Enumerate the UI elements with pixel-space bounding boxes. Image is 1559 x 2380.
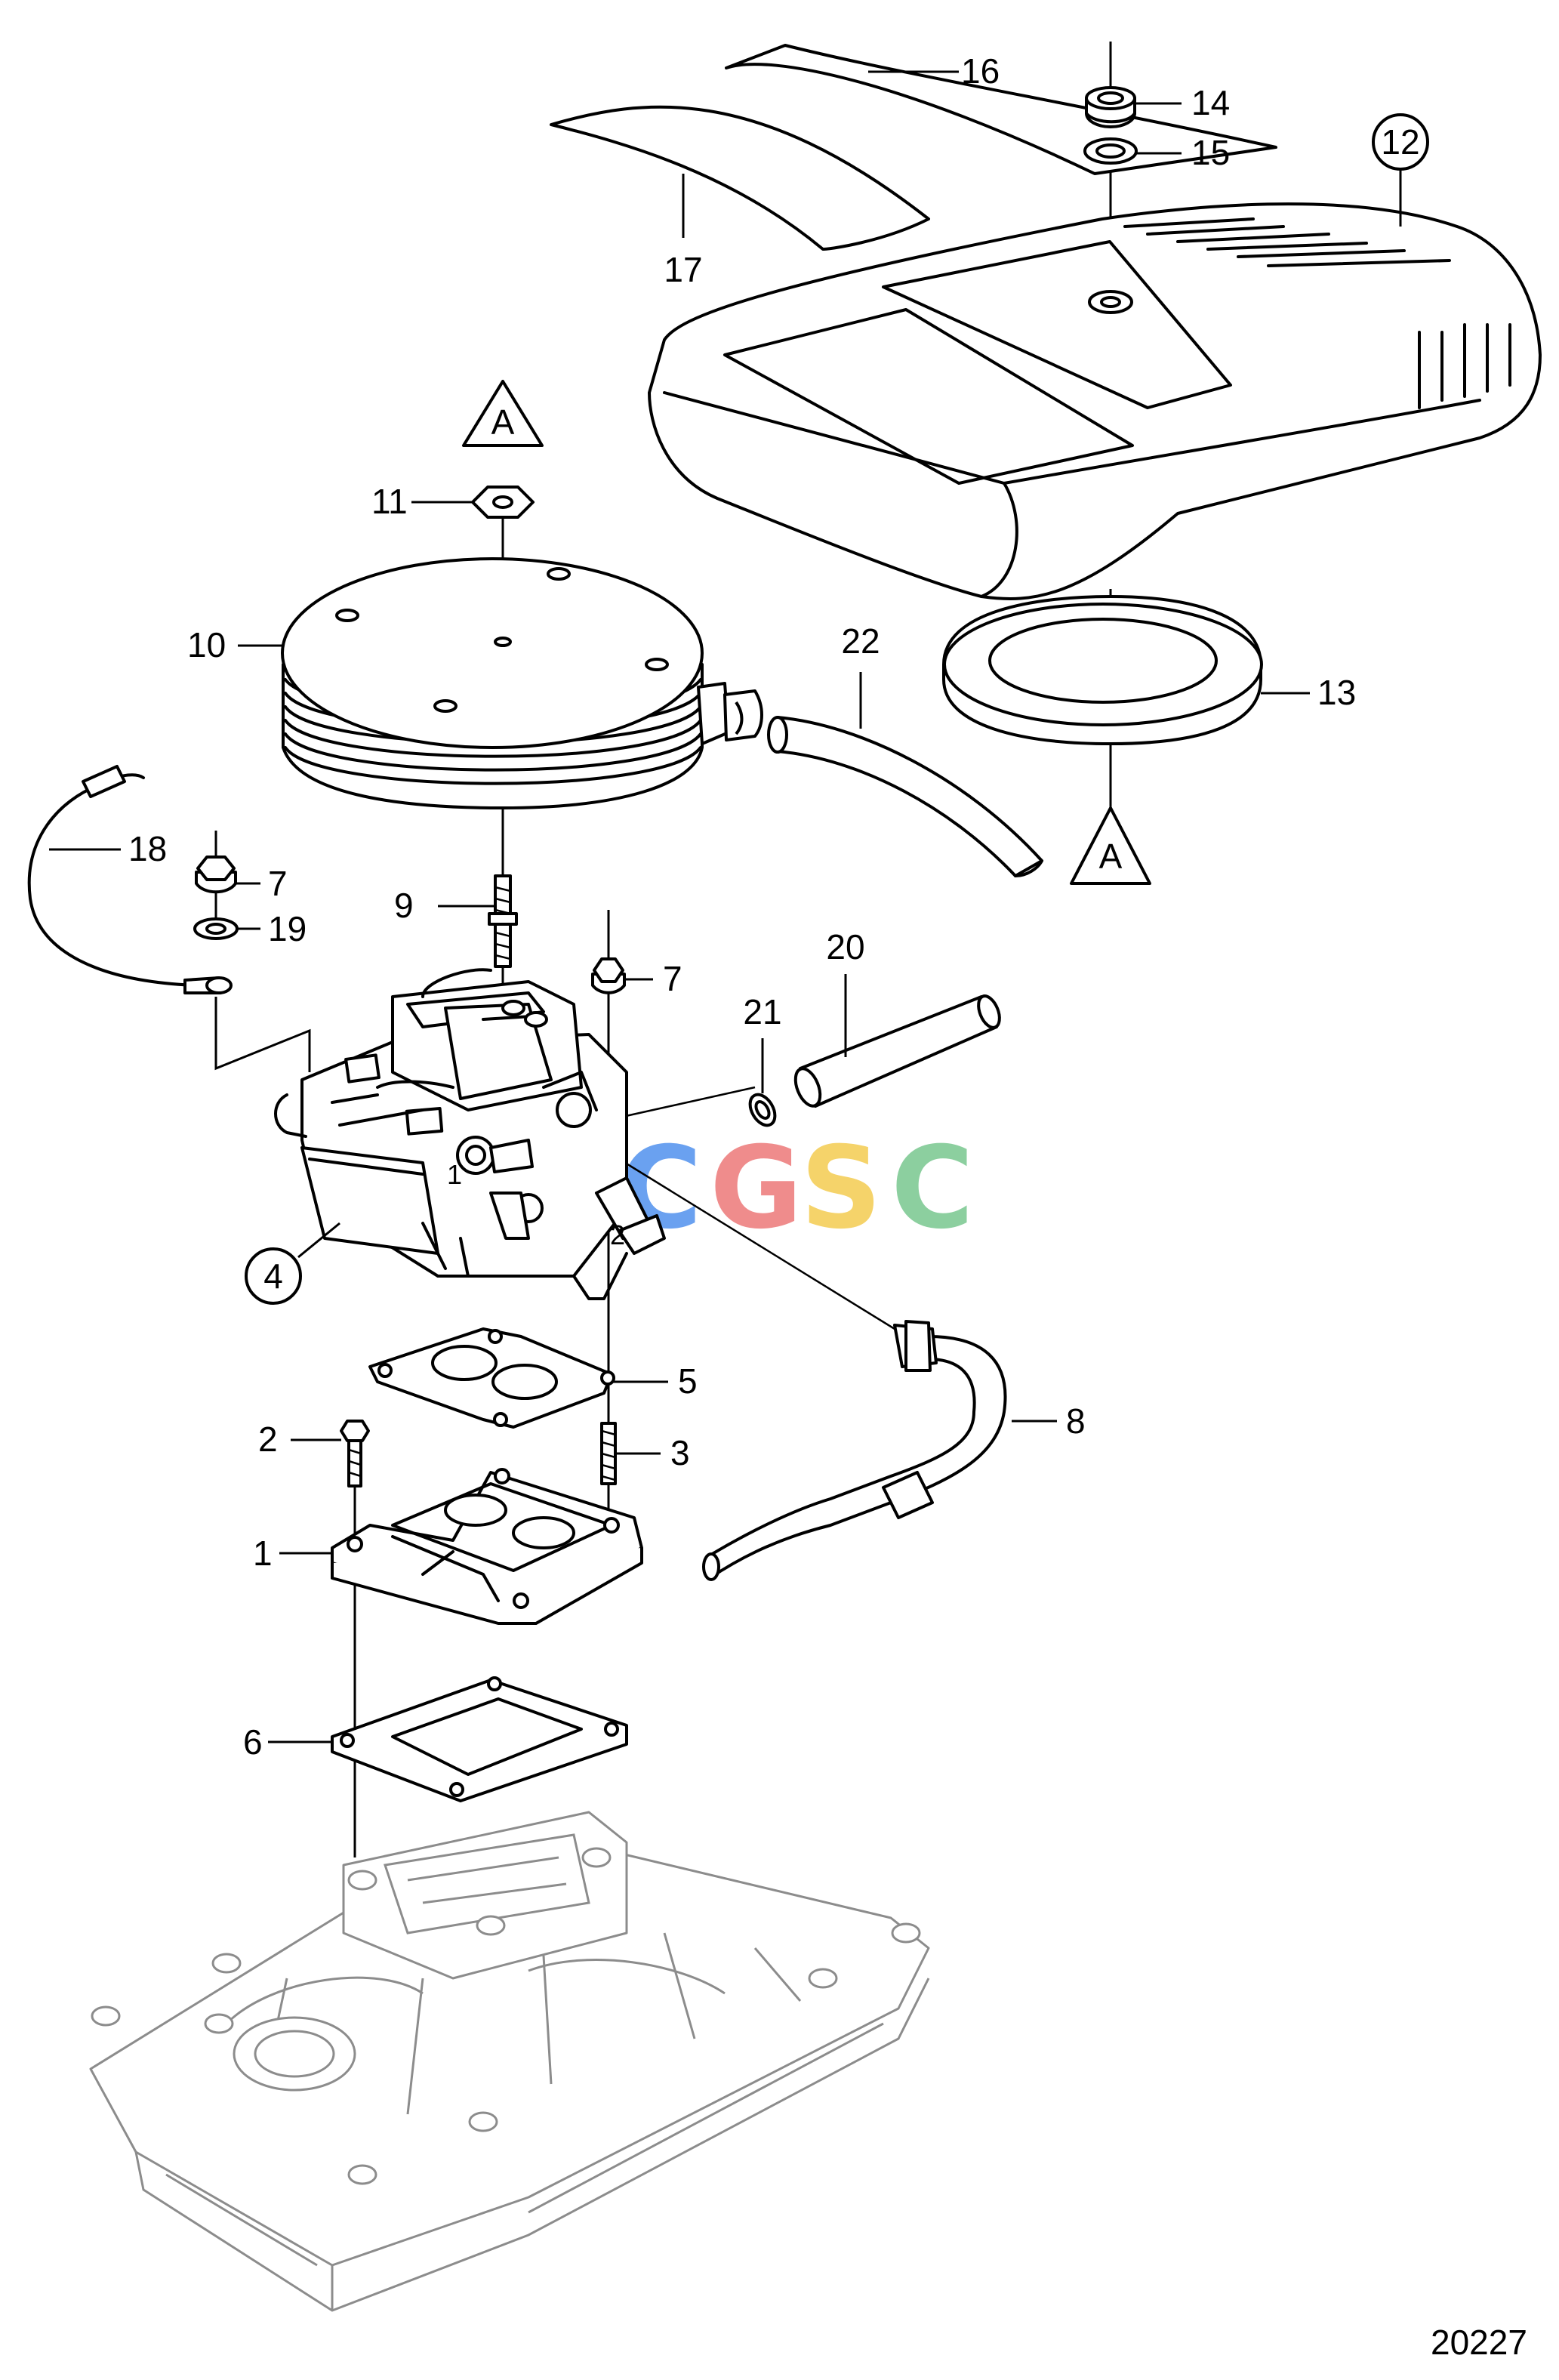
stud-3: [600, 1422, 617, 1485]
assembly-lines: [214, 42, 1112, 1857]
callout-12-circle: [1372, 113, 1429, 171]
callout-11: 11: [371, 482, 408, 521]
clamp-21: [748, 1093, 777, 1127]
intake-manifold: [89, 1811, 930, 2312]
callout-5: 5: [678, 1361, 698, 1401]
washer-19: [193, 917, 239, 940]
callout-10: 10: [187, 625, 226, 664]
gasket-6: [331, 1676, 628, 1802]
callout-4: 4: [263, 1256, 283, 1296]
nut-7-left: [195, 856, 237, 894]
carburetor-mark-1: 1: [447, 1159, 462, 1190]
nut-and-washer-14-15: [1083, 86, 1138, 165]
callout-9: 9: [394, 886, 414, 925]
callout-22: 22: [841, 621, 880, 661]
callout-2: 2: [258, 1420, 278, 1459]
reference-triangle-bottom-label: A: [1099, 837, 1123, 876]
hose-22: [767, 716, 1043, 877]
air-filter-10: [281, 557, 763, 809]
reference-triangle-bottom: A: [1070, 806, 1151, 885]
callout-7-left: 7: [268, 864, 288, 903]
callout-16: 16: [961, 51, 1000, 91]
callout-6: 6: [243, 1722, 263, 1762]
callout-12: 12: [1381, 122, 1419, 162]
ground-cable-18: [27, 765, 233, 994]
reference-triangle-top-label: A: [491, 402, 515, 442]
watermark-letter-3: S: [800, 1123, 882, 1254]
drawing-number: 20227: [1431, 2323, 1527, 2362]
callout-4-circle: [245, 1247, 302, 1305]
callout-8: 8: [1066, 1401, 1086, 1441]
callout-13: 13: [1317, 673, 1356, 712]
gasket-5: [368, 1327, 615, 1429]
callout-1: 1: [253, 1534, 273, 1573]
bolt-2: [340, 1420, 370, 1488]
watermark-letter-2: G: [710, 1123, 803, 1254]
watermark-letter-4: C: [891, 1123, 974, 1254]
callout-20: 20: [826, 927, 864, 966]
callout-18: 18: [128, 829, 167, 868]
callout-17: 17: [664, 250, 702, 289]
carburetor-mark-2: 2: [610, 1219, 625, 1250]
adapter-plate-1: [331, 1468, 643, 1625]
callout-15: 15: [1191, 133, 1230, 172]
decal-strips: [550, 44, 1277, 251]
hose-20: [793, 994, 1001, 1108]
callout-14: 14: [1191, 83, 1230, 122]
engine-cover: [648, 202, 1542, 600]
fuel-line-8: [702, 1320, 1007, 1581]
callout-19: 19: [268, 909, 307, 948]
callout-21: 21: [743, 992, 781, 1031]
callout-3: 3: [670, 1433, 690, 1472]
reference-triangle-top: A: [462, 380, 544, 447]
stud-9: [488, 874, 518, 968]
carburetor-4: 1 2: [274, 968, 666, 1300]
nut-7-right: [591, 957, 626, 994]
callout-7-right: 7: [663, 959, 682, 998]
leader-lines: [49, 70, 1402, 1743]
watermark: C G S C: [619, 1123, 974, 1254]
seal-ring-13: [942, 595, 1263, 745]
nut-11: [471, 486, 535, 519]
callout-labels: 16 17 14 15 12 13 22 11 10 18 7 19 9 7 2…: [128, 51, 1429, 1762]
